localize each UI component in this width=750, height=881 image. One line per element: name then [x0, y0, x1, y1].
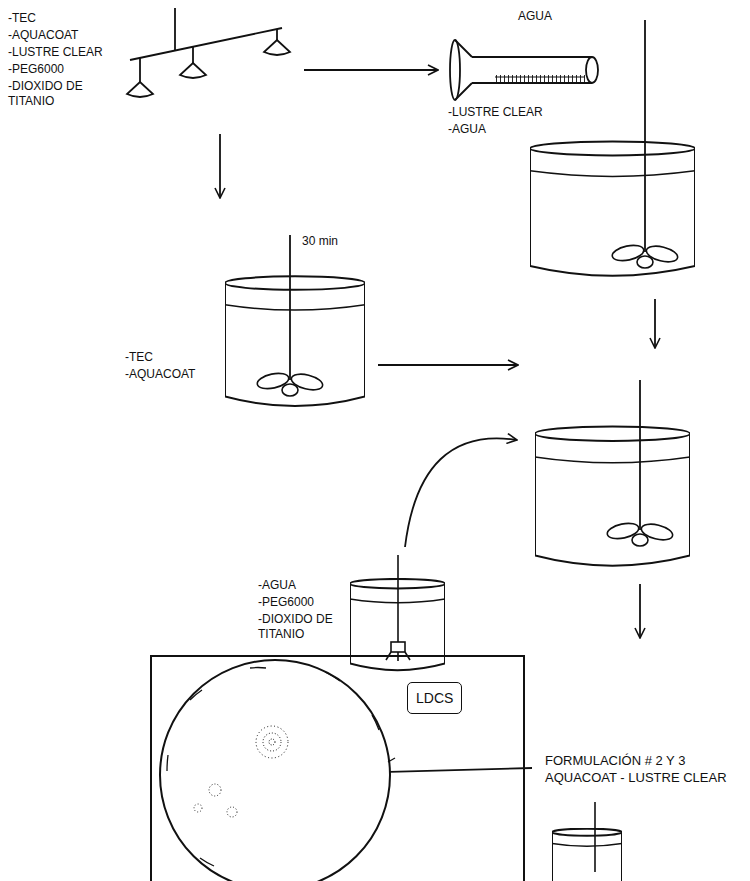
text-holder: -TEC: [8, 11, 118, 26]
mixing-step: [520, 350, 700, 580]
text-holder: -AQUACOAT: [125, 367, 225, 382]
step-label: AGUA: [518, 9, 578, 24]
step-label: -LUSTRE CLEAR: [448, 105, 578, 120]
homogenizing-step: -AGUA -PEG6000 -DIOXIDO DE TITANIO: [255, 550, 455, 680]
text-holder: -PEG6000: [8, 62, 118, 77]
stirred-beaker: [535, 380, 690, 566]
text-holder: FORMULACIÓN # 2 Y 3 AQUACOAT - LUSTRE CL…: [545, 752, 743, 786]
stirred-beaker: [225, 235, 365, 406]
text-holder: 30 min: [302, 234, 372, 249]
stirred-beaker: [530, 20, 695, 276]
text-holder: LDCS: [407, 682, 462, 714]
balance-scale: [127, 8, 290, 97]
device-label: LDCS: [407, 682, 462, 714]
step-label: -AGUA: [448, 122, 578, 137]
step-label: FORMULACIÓN # 2 Y 3 AQUACOAT - LUSTRE CL…: [545, 752, 743, 786]
step-label: -AGUA: [258, 578, 348, 593]
step-label: -TEC: [125, 350, 225, 365]
sample-plate: [160, 660, 395, 881]
step-label: -TEC: [8, 11, 118, 26]
flow-arrow: [378, 364, 518, 366]
ldcs-device: LDCS: [150, 655, 525, 881]
text-holder: -DIOXIDO DE TITANIO: [8, 79, 118, 109]
text-holder: AGUA: [518, 9, 578, 24]
stirring-step: 30 min -TEC -AQUACOAT: [110, 200, 374, 420]
text-holder: -AQUACOAT: [8, 28, 118, 43]
step-label: 30 min: [302, 234, 372, 249]
flow-arrow: [405, 438, 517, 547]
leader-line: [390, 768, 532, 772]
text-holder: -LUSTRE CLEAR: [8, 45, 118, 60]
formulation-step: FORMULACIÓN # 2 Y 3 AQUACOAT - LUSTRE CL…: [535, 640, 745, 881]
water-mix-step: AGUA -LUSTRE CLEAR -AGUA: [440, 5, 705, 295]
text-holder: -PEG6000: [258, 595, 348, 610]
text-holder: -AGUA: [448, 122, 578, 137]
sample-beaker: [552, 802, 622, 881]
step-label: -PEG6000: [8, 62, 118, 77]
flow-arrow: [639, 584, 641, 638]
flow-arrow: [219, 134, 221, 198]
step-label: -AQUACOAT: [8, 28, 118, 43]
text-holder: -DIOXIDO DE TITANIO: [258, 612, 348, 642]
homogenizer-beaker: [350, 555, 445, 670]
step-label: -AQUACOAT: [125, 367, 225, 382]
step-label: -DIOXIDO DE TITANIO: [258, 612, 348, 642]
text-holder: -AGUA: [258, 578, 348, 593]
flow-arrow: [654, 299, 656, 348]
flow-arrow: [304, 69, 438, 71]
step-label: -DIOXIDO DE TITANIO: [8, 79, 118, 109]
step-label: -LUSTRE CLEAR: [8, 45, 118, 60]
ingredient-list: -TEC -AQUACOAT -LUSTRE CLEAR -PEG6000 -DIOXI…: [5, 5, 300, 130]
text-holder: -LUSTRE CLEAR: [448, 105, 578, 120]
step-label: -PEG6000: [258, 595, 348, 610]
text-holder: -TEC: [125, 350, 225, 365]
graduated-cylinder: [450, 40, 598, 100]
